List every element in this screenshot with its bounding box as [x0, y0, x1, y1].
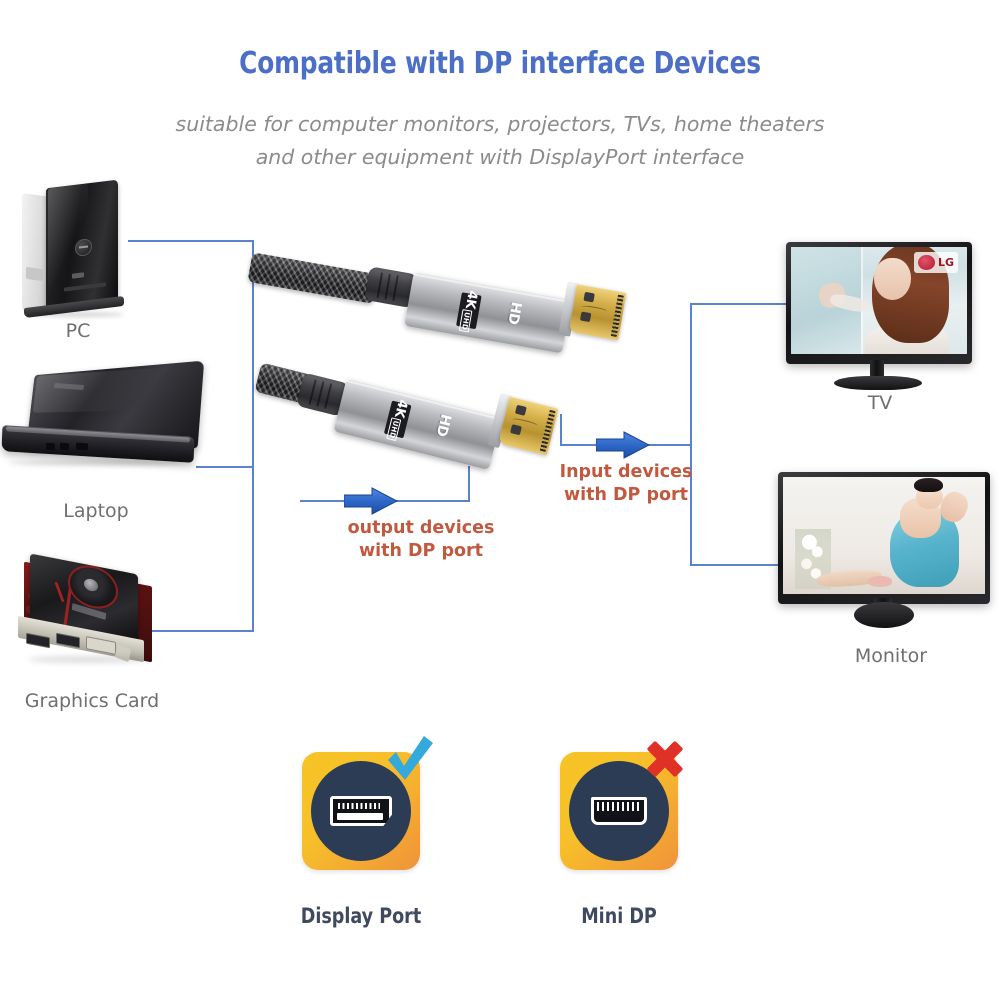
laptop-image — [1, 360, 210, 488]
monitor-stand-base — [854, 602, 914, 628]
cable-bottom-plug-pins — [539, 409, 556, 452]
input-flow-arrow — [596, 431, 650, 459]
cable-bottom-4k-text: 4K — [391, 397, 411, 419]
cable-top-plug-slot-a — [583, 291, 595, 303]
device-label-laptop: Laptop — [63, 500, 129, 522]
output-flow-arrow — [344, 487, 398, 515]
device-label-tv: TV — [867, 392, 893, 414]
cable-top-uhd-text: UHD — [458, 308, 473, 333]
monitor-image — [778, 472, 990, 628]
mini-dp-label: Mini DP — [581, 904, 657, 928]
line-trunk-to-monitor — [690, 564, 788, 566]
input-annot-line-1: Input devices — [559, 462, 693, 482]
tv-stand-base — [834, 376, 922, 390]
laptop-port-3 — [76, 442, 88, 451]
tv-screen-content: LG — [791, 247, 967, 354]
tv-brand-text: LG — [938, 256, 955, 269]
line-trunk-to-tv — [692, 303, 788, 305]
cable-bottom-housing — [333, 378, 502, 470]
device-label-monitor: Monitor — [854, 645, 928, 667]
gpu-shadow — [28, 656, 148, 663]
output-annot-line-1: output devices — [347, 518, 495, 538]
graphics-card-image — [12, 553, 172, 676]
line-output-branch-v — [468, 466, 470, 502]
page-title: Compatible with DP interface Devices — [239, 46, 761, 81]
cable-bottom-plug-slot-a — [514, 404, 527, 416]
cable-top-displayport-plug — [568, 284, 627, 341]
cable-top-plug-pins — [610, 294, 624, 338]
tv-image: LG — [786, 242, 972, 390]
mini-dp-tile — [560, 741, 683, 870]
monitor-screen-content — [783, 477, 985, 594]
display-port-socket-wrap — [330, 796, 392, 826]
pc-shadow — [30, 312, 124, 317]
cable-top-4k-text: 4K — [461, 288, 480, 310]
input-annot-line-2: with DP port — [563, 485, 689, 505]
port-card-display-port[interactable]: Display Port — [301, 736, 433, 928]
monitor-photo-hair-bun — [914, 478, 943, 493]
cable-bottom-displayport-plug — [498, 396, 559, 456]
port-card-mini-dp[interactable]: Mini DP — [560, 741, 683, 928]
tv-brand-badge: LG — [914, 252, 959, 273]
line-pc-to-trunk — [128, 240, 254, 242]
check-mark-icon — [384, 736, 434, 787]
monitor-photo-feet — [867, 576, 893, 587]
display-port-tile — [302, 736, 433, 870]
input-devices-annotation: Input devices with DP port — [552, 461, 700, 507]
cable-top-plug-slot-b — [579, 311, 592, 323]
line-left-trunk — [252, 240, 254, 540]
laptop-port-2 — [60, 442, 69, 451]
pc-side-vent — [26, 266, 43, 282]
displayport-socket-bar — [337, 813, 383, 820]
laptop-port-1 — [46, 442, 55, 451]
tv-photo-face — [873, 257, 911, 301]
line-gpu-to-trunk — [140, 630, 254, 632]
device-label-pc: PC — [65, 320, 91, 342]
device-label-graphics-card: Graphics Card — [24, 690, 160, 712]
subtitle-line-2: and other equipment with DisplayPort int… — [255, 145, 745, 169]
displayport-socket-teeth — [338, 803, 380, 809]
cross-mark-icon — [642, 736, 688, 787]
cable-bottom-plug-slot-b — [510, 424, 522, 436]
mini-dp-socket-wrap — [591, 797, 647, 825]
monitor-screen — [783, 477, 985, 594]
displayport-socket-icon — [330, 796, 392, 826]
cable-bottom-uhd-text: UHD — [386, 416, 402, 441]
tv-brand-mark-icon — [918, 254, 936, 271]
mini-displayport-socket-icon — [591, 797, 647, 825]
pc-tower-image — [18, 179, 136, 319]
output-annot-line-2: with DP port — [358, 541, 484, 561]
line-input-branch-v — [560, 414, 562, 445]
mini-displayport-socket-teeth — [597, 802, 641, 811]
tv-screen: LG — [791, 247, 967, 354]
subtitle-line-1: suitable for computer monitors, projecto… — [175, 112, 825, 136]
cable-top-housing — [404, 272, 572, 354]
line-gpu-riser — [252, 500, 254, 631]
cable-top-braid — [247, 252, 379, 304]
tv-stand-neck — [870, 360, 884, 380]
output-devices-annotation: output devices with DP port — [305, 517, 537, 563]
line-laptop-to-trunk — [196, 466, 254, 468]
display-port-label: Display Port — [300, 904, 422, 928]
line-right-trunk — [690, 303, 692, 565]
laptop-shadow — [8, 460, 184, 466]
page-subtitle: suitable for computer monitors, projecto… — [0, 108, 1000, 174]
